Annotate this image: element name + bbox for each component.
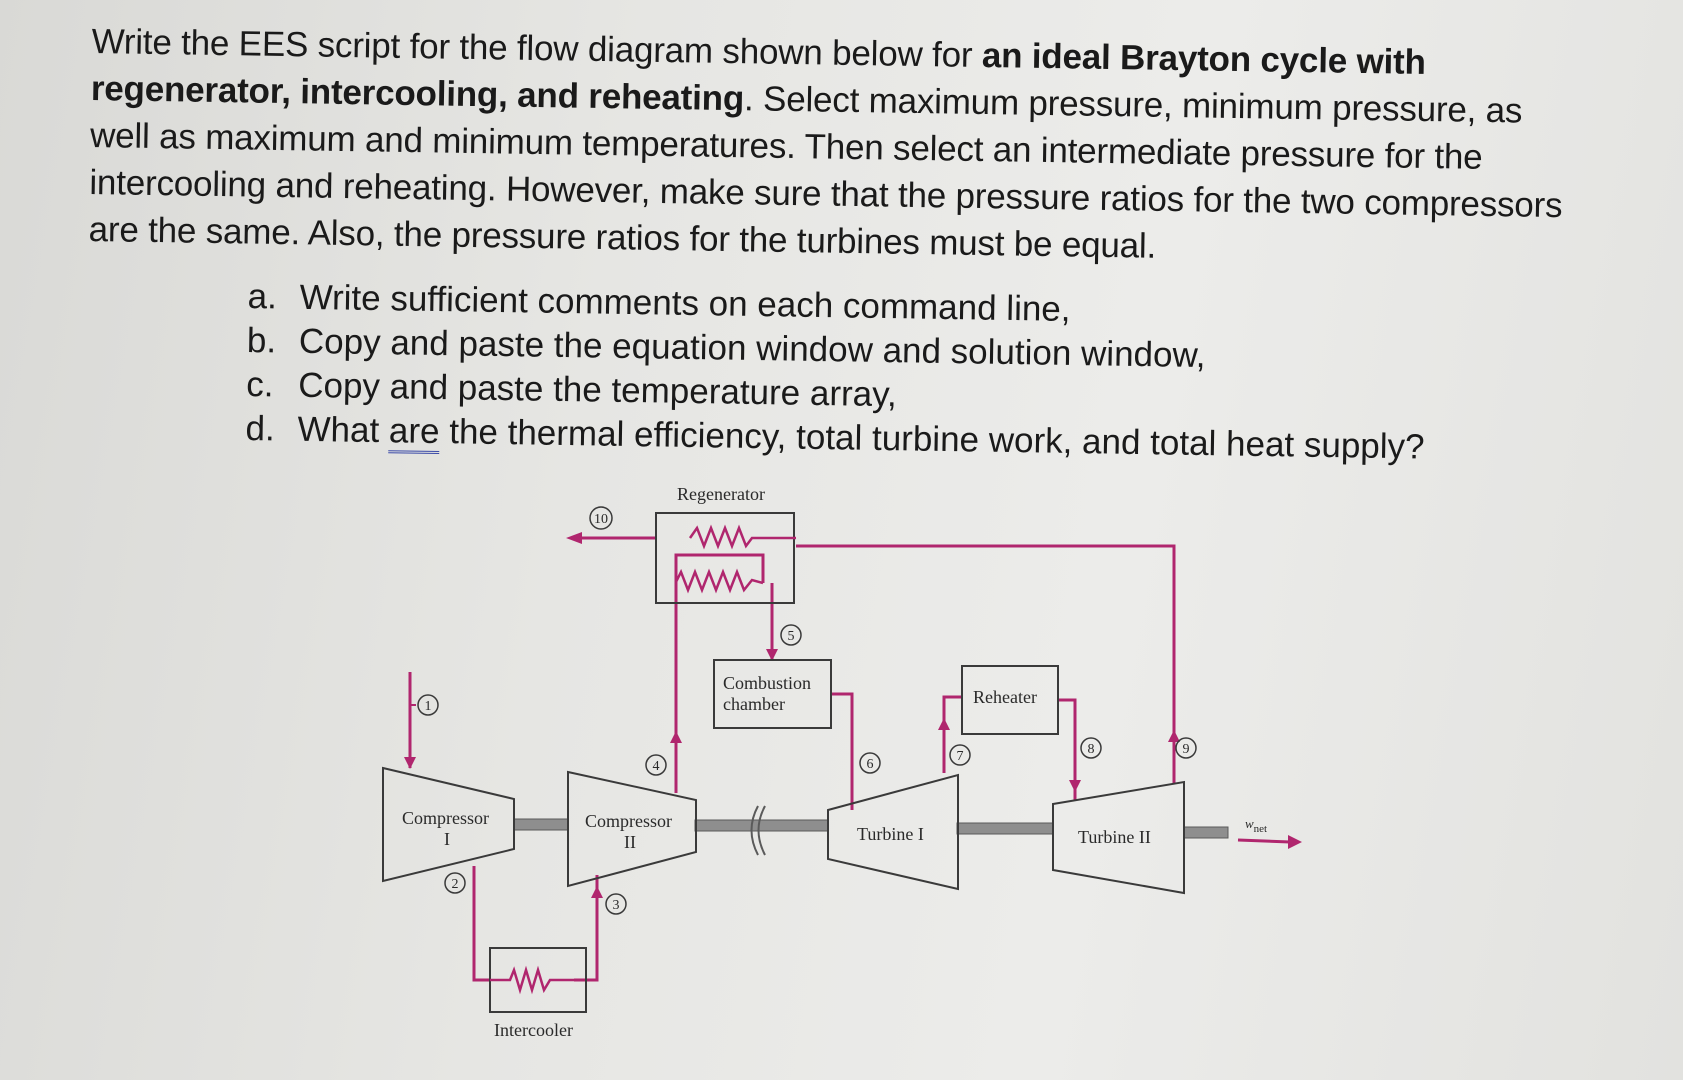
state-marker-10: 10 bbox=[589, 506, 613, 530]
svg-text:10: 10 bbox=[594, 512, 608, 527]
flow-line-6 bbox=[831, 692, 854, 810]
wnet-sub: net bbox=[1254, 823, 1267, 835]
combustion-chamber-box bbox=[713, 659, 832, 729]
compressor-1-body bbox=[382, 766, 515, 883]
state-marker-6: 6 bbox=[859, 752, 881, 774]
arrow-10 bbox=[566, 532, 582, 544]
regenerator: Regenerator bbox=[655, 484, 796, 604]
shaft-break-mark bbox=[757, 805, 766, 856]
flow-arrows bbox=[404, 532, 1180, 898]
turbine-1: Turbine I bbox=[827, 773, 959, 891]
reheater-box bbox=[961, 665, 1059, 735]
flow-lines bbox=[408, 536, 1176, 982]
compressor-1-label-line2: I bbox=[444, 829, 450, 849]
arrow-4 bbox=[670, 731, 682, 743]
flow-line-3 bbox=[574, 875, 599, 982]
regenerator-box bbox=[655, 512, 795, 604]
flow-line-7 bbox=[942, 695, 962, 773]
state-marker-1: 1 bbox=[410, 694, 439, 716]
intercooler-coil bbox=[490, 965, 574, 995]
svg-text:6: 6 bbox=[867, 757, 874, 772]
arrow-5 bbox=[766, 649, 778, 661]
arrow-1 bbox=[404, 757, 416, 769]
turbine-2-label: Turbine II bbox=[1078, 827, 1151, 847]
svg-text:2: 2 bbox=[452, 877, 459, 892]
turbine-1-body bbox=[827, 773, 959, 891]
compressor-2-label-line1: Compressor bbox=[585, 811, 672, 831]
intercooler-label: Intercooler bbox=[494, 1020, 573, 1040]
turbine-1-label: Turbine I bbox=[857, 824, 924, 844]
flow-line-8 bbox=[1059, 698, 1077, 800]
arrow-9 bbox=[1168, 730, 1180, 742]
compressor-2-body bbox=[567, 770, 697, 888]
combustion-chamber: Combustion chamber bbox=[713, 659, 832, 729]
compressor-1-label-line1: Compressor bbox=[402, 808, 489, 828]
compressor-2-label-line2: II bbox=[624, 832, 636, 852]
regenerator-coil-cold bbox=[674, 568, 764, 594]
svg-text:7: 7 bbox=[957, 749, 964, 764]
state-marker-5: 5 bbox=[780, 624, 802, 646]
combustion-label-line1: Combustion bbox=[723, 673, 811, 693]
turbine-2: Turbine II bbox=[1052, 780, 1185, 895]
svg-text:8: 8 bbox=[1088, 742, 1095, 757]
reheater-label: Reheater bbox=[973, 687, 1037, 707]
state-marker-9: 9 bbox=[1175, 737, 1197, 759]
regenerator-label: Regenerator bbox=[677, 484, 765, 504]
state-markers: 1 2 3 4 5 6 7 bbox=[410, 506, 1197, 915]
turbine-2-body bbox=[1052, 780, 1185, 895]
wnet-arrowhead bbox=[1288, 835, 1302, 849]
combustion-label-line2: chamber bbox=[723, 694, 785, 714]
state-marker-4: 4 bbox=[645, 754, 667, 776]
wnet-w: w bbox=[1245, 816, 1254, 831]
wnet-arrow bbox=[1237, 838, 1291, 844]
flow-line-9 bbox=[796, 544, 1176, 783]
reheater: Reheater bbox=[961, 665, 1059, 735]
compressor-1: Compressor I bbox=[382, 766, 515, 883]
state-marker-8: 8 bbox=[1080, 737, 1102, 759]
intercooler: Intercooler bbox=[489, 947, 587, 1040]
arrow-3 bbox=[591, 886, 603, 898]
svg-text:9: 9 bbox=[1183, 742, 1190, 757]
wnet-label: wnet bbox=[1245, 816, 1267, 835]
svg-text:1: 1 bbox=[425, 699, 432, 714]
svg-text:4: 4 bbox=[653, 759, 660, 774]
shaft-break-mark bbox=[750, 805, 759, 856]
svg-text:5: 5 bbox=[788, 629, 795, 644]
state-marker-3: 3 bbox=[605, 893, 627, 915]
state-marker-7: 7 bbox=[949, 744, 971, 766]
svg-text:3: 3 bbox=[613, 898, 620, 913]
arrow-7 bbox=[938, 718, 950, 730]
state-marker-2: 2 bbox=[444, 872, 466, 894]
flow-line-2 bbox=[472, 866, 490, 982]
flow-line-4 bbox=[674, 553, 765, 793]
regenerator-coil-hot bbox=[688, 524, 796, 550]
compressor-2: Compressor II bbox=[567, 770, 697, 888]
arrow-8 bbox=[1069, 780, 1081, 792]
